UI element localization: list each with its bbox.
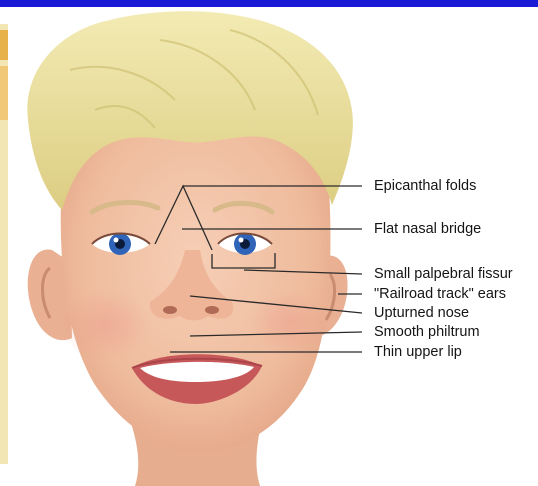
right-edge-mask [528,110,538,470]
left-cheek [60,290,150,360]
right-cheek [250,290,330,354]
label-small-palpebral-fissure: Small palpebral fissur [374,267,513,282]
label-flat-nasal-bridge: Flat nasal bridge [374,222,481,237]
label-railroad-track-ears: "Railroad track" ears [374,287,506,302]
label-upturned-nose: Upturned nose [374,306,469,321]
label-thin-upper-lip: Thin upper lip [374,345,462,360]
label-epicanthal-folds: Epicanthal folds [374,179,476,194]
label-smooth-philtrum: Smooth philtrum [374,325,480,340]
